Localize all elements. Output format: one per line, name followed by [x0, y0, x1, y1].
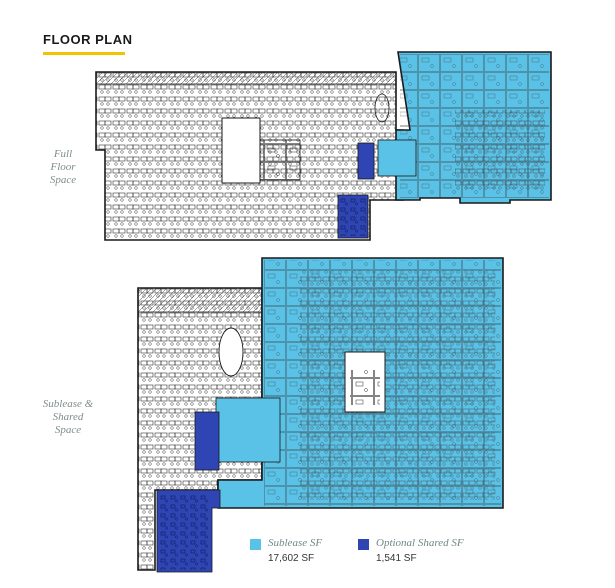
lower-roof-strip [137, 287, 263, 313]
lower-label-line-1: Sublease & [42, 398, 94, 410]
legend-sublease-label: Sublease SF [268, 537, 323, 549]
upper-connector [377, 139, 417, 177]
lower-core-inner [350, 370, 380, 405]
legend-shared-label: Optional Shared SF [376, 537, 464, 549]
lower-conf-table [218, 327, 244, 377]
upper-plan-label: Full Floor Space [40, 148, 86, 187]
lower-label-line-3: Space [54, 424, 82, 436]
title-underline [43, 52, 125, 55]
lower-shared-1 [194, 411, 220, 471]
lower-shared-desks [160, 494, 210, 570]
lower-label-line-2: Shared [52, 411, 84, 423]
lower-plan-label: Sublease & Shared Space [32, 398, 104, 437]
upper-label-line-2: Floor [50, 161, 76, 173]
legend-sublease-sf: 17,602 SF [268, 553, 315, 564]
lower-connector [215, 397, 281, 463]
upper-roof-strip [95, 71, 397, 85]
upper-core [221, 117, 261, 184]
legend-shared-sf: 1,541 SF [376, 553, 417, 564]
legend-shared-swatch [358, 539, 369, 550]
upper-sublease-desks [455, 110, 545, 190]
upper-label-line-3: Space [49, 174, 77, 186]
lower-sublease-desks [300, 270, 495, 500]
upper-label-line-1: Full [53, 148, 73, 160]
upper-conf-table [374, 93, 390, 123]
upper-shared-1 [357, 142, 375, 180]
upper-shared-desks [340, 197, 366, 236]
upper-core-2 [259, 139, 301, 181]
legend-sublease-swatch [250, 539, 261, 550]
page-title: FLOOR PLAN [43, 32, 133, 47]
